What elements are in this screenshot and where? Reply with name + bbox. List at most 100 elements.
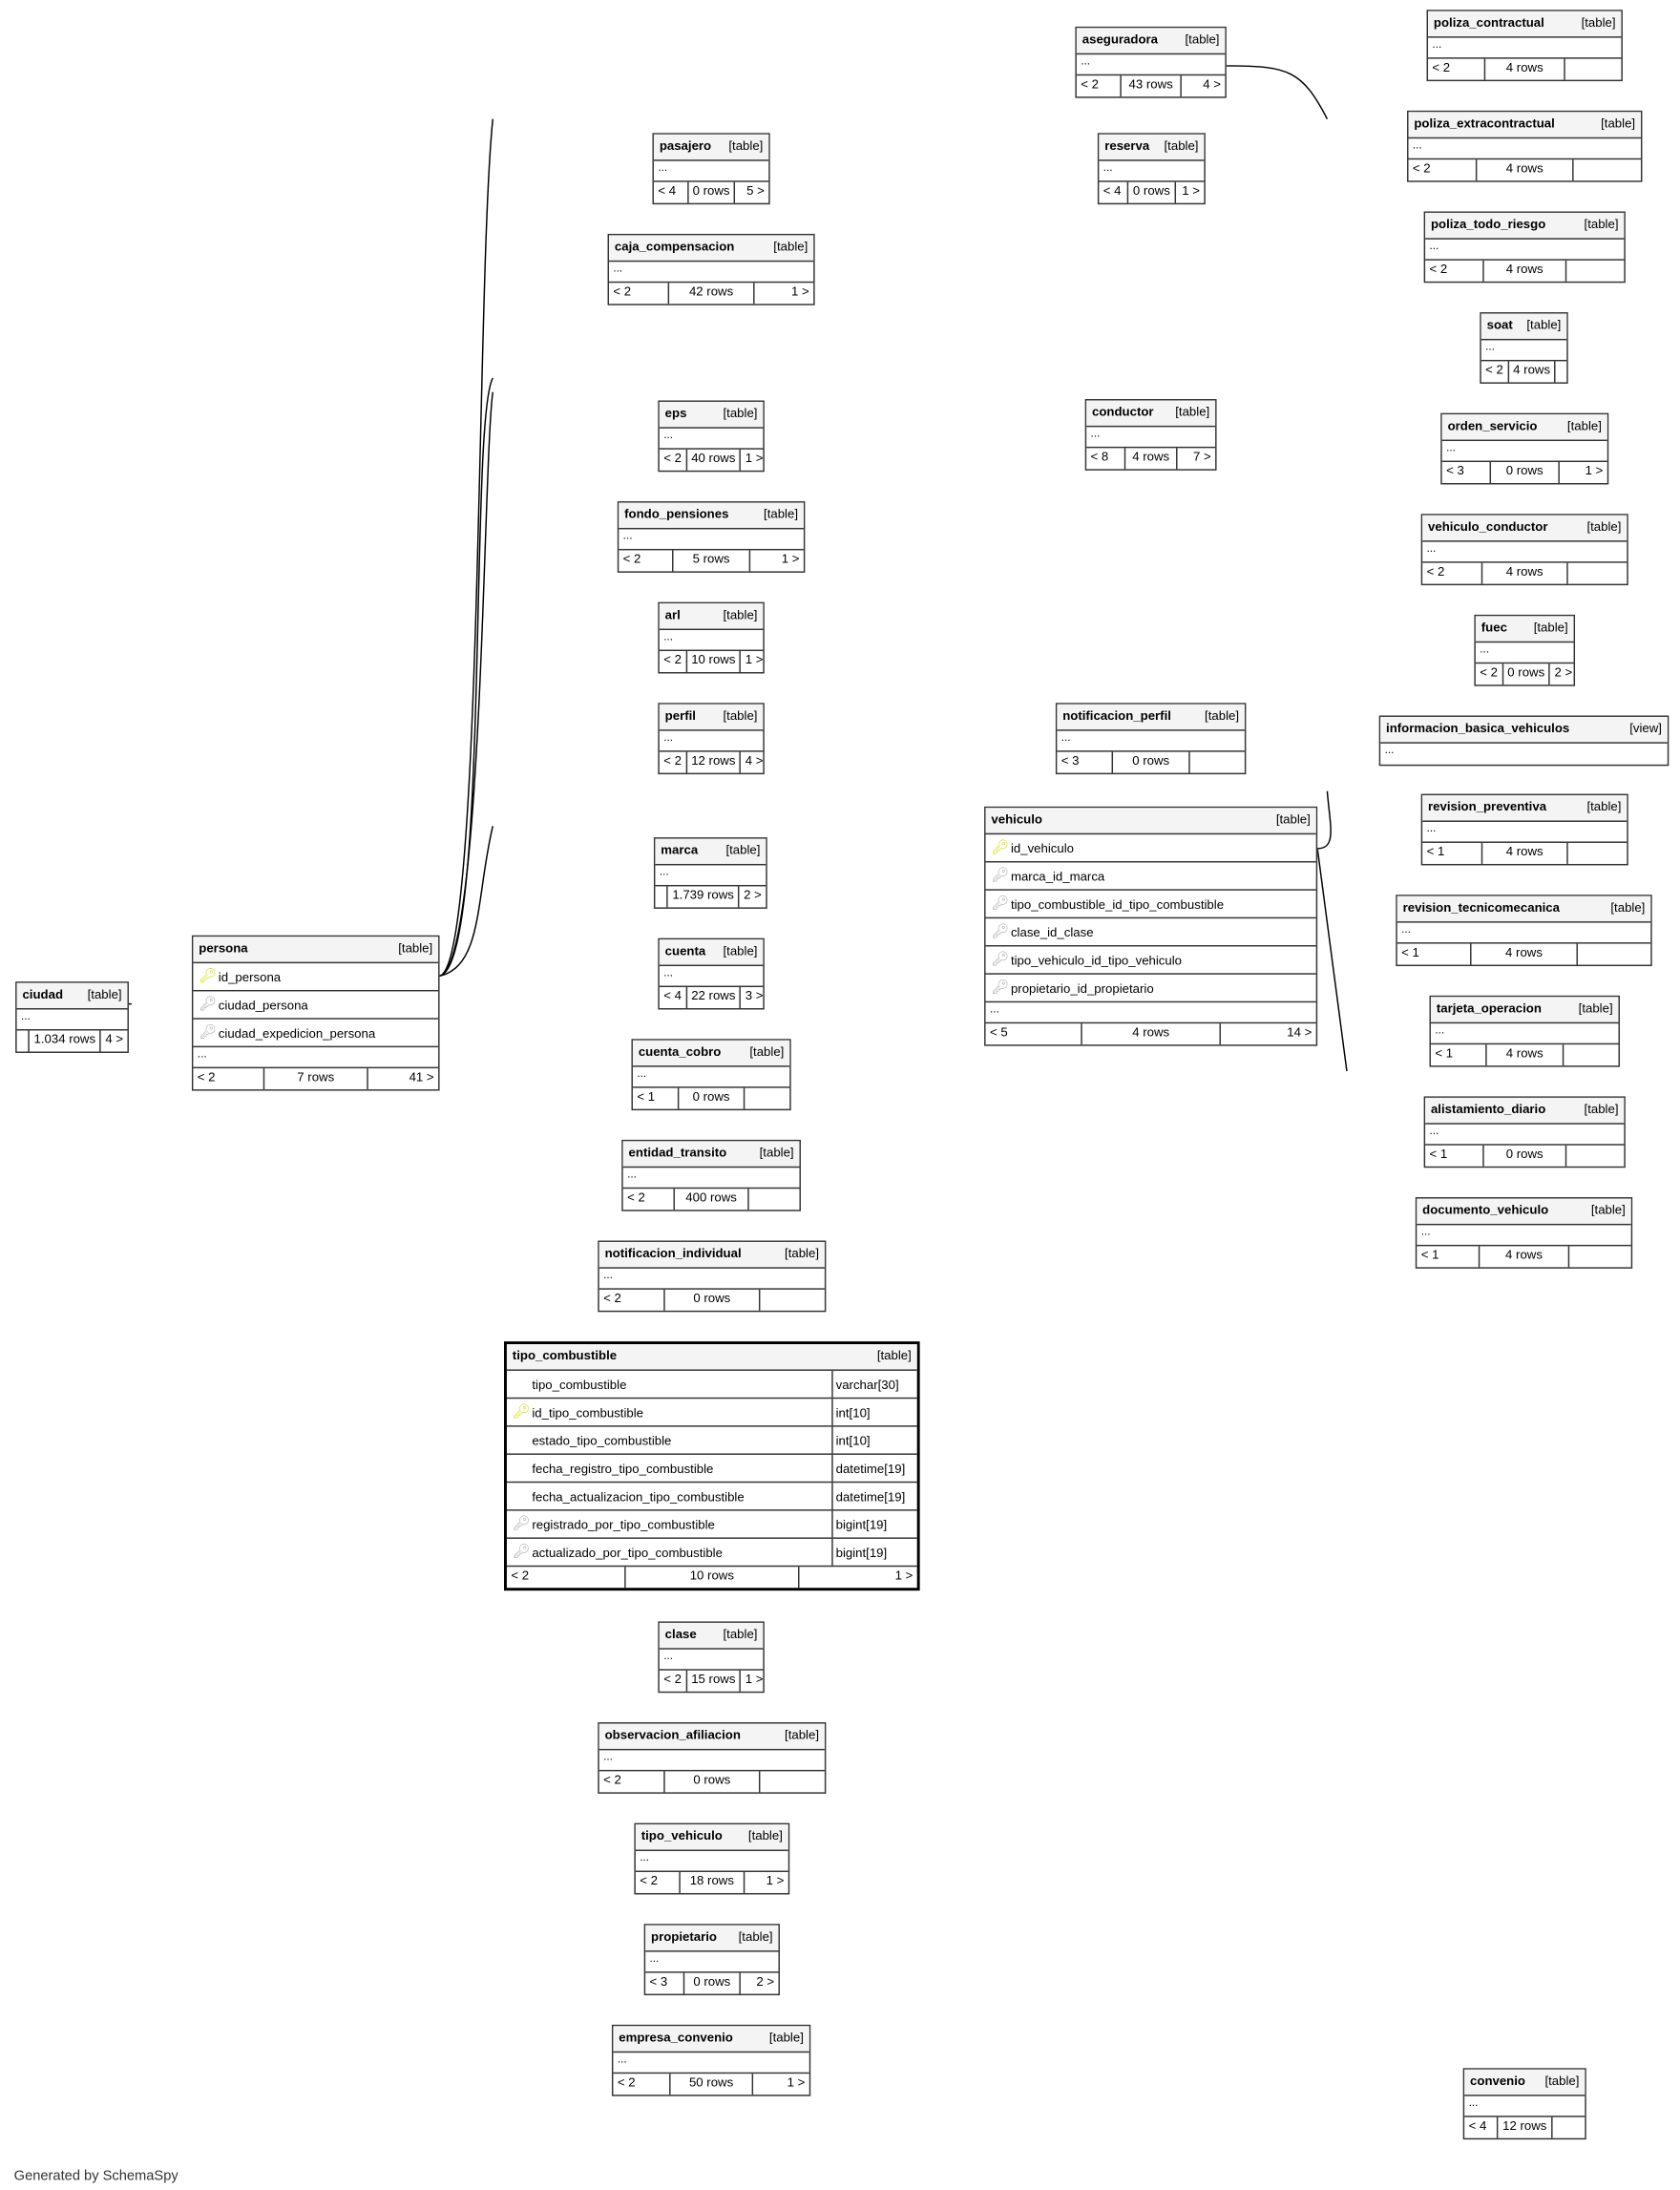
table-caja-compensacion[interactable]: caja_compensacion[table]... < 2 42 rows … [607, 233, 815, 305]
table-fuec[interactable]: fuec[table]... < 2 0 rows 2 > [1474, 614, 1576, 686]
column-row[interactable]: 🔑︎clase_id_clase [985, 918, 1316, 947]
table-name[interactable]: convenio [1470, 2074, 1525, 2088]
table-name[interactable]: vehiculo_conductor [1428, 519, 1548, 534]
table-name[interactable]: fuec [1480, 620, 1507, 635]
children-link[interactable] [1566, 261, 1624, 282]
table-alistamiento-diario[interactable]: alistamiento_diario[table]... < 1 0 rows [1423, 1096, 1626, 1169]
children-link[interactable] [1578, 944, 1650, 965]
table-header[interactable]: caja_compensacion[table] [609, 235, 814, 263]
table-header[interactable]: reserva[table] [1099, 134, 1205, 161]
table-convenio[interactable]: convenio[table]... < 4 12 rows [1462, 2068, 1586, 2140]
column-row[interactable]: 🔑︎ciudad_expedicion_persona [193, 1020, 439, 1048]
table-name[interactable]: empresa_convenio [619, 2030, 733, 2045]
parents-link[interactable]: < 2 [507, 1567, 626, 1589]
children-link[interactable]: 1 > [745, 451, 764, 465]
parents-link[interactable]: < 4 [1464, 2116, 1499, 2138]
table-header[interactable]: vehiculo[table] [985, 808, 1316, 835]
children-link[interactable]: 1 > [766, 1873, 785, 1888]
parents-link[interactable]: < 2 [609, 283, 670, 305]
table-header[interactable]: tarjeta_operacion[table] [1430, 997, 1619, 1024]
table-header[interactable]: perfil[table] [659, 704, 764, 731]
parents-link[interactable]: < 4 [1099, 181, 1129, 203]
children-link[interactable] [1564, 1044, 1619, 1065]
parents-link[interactable]: < 2 [623, 1189, 676, 1211]
table-orden-servicio[interactable]: orden_servicio[table]... < 3 0 rows 1 > [1440, 412, 1609, 485]
children-link[interactable] [760, 1290, 825, 1311]
table-name[interactable]: aseguradora [1082, 32, 1159, 47]
table-header[interactable]: fondo_pensiones[table] [619, 502, 804, 530]
table-aseguradora[interactable]: aseguradora[table]... < 2 43 rows 4 > [1075, 26, 1227, 98]
table-header[interactable]: pasajero[table] [653, 134, 769, 161]
children-link[interactable] [1566, 1146, 1624, 1167]
parents-link[interactable]: < 4 [654, 181, 689, 203]
children-link[interactable] [1568, 843, 1628, 864]
parents-link[interactable] [655, 886, 668, 908]
table-empresa-convenio[interactable]: empresa_convenio[table]... < 2 50 rows 1… [611, 2024, 811, 2096]
column-row[interactable]: 🔑︎tipo_vehiculo_id_tipo_vehiculo [985, 946, 1316, 975]
parents-link[interactable]: < 3 [1442, 462, 1492, 484]
table-poliza-extracontractual[interactable]: poliza_extracontractual[table]... < 2 4 … [1407, 110, 1643, 182]
table-header[interactable]: documento_vehiculo[table] [1417, 1198, 1631, 1226]
parents-link[interactable]: < 2 [660, 651, 687, 673]
column-row[interactable]: 🔑︎propietario_id_propietario [985, 975, 1316, 1003]
parents-link[interactable]: < 2 [660, 751, 687, 773]
children-link[interactable] [1569, 1246, 1631, 1267]
table-header[interactable]: conductor[table] [1086, 400, 1216, 428]
table-vehiculo-conductor[interactable]: vehiculo_conductor[table]... < 2 4 rows [1420, 514, 1628, 586]
parents-link[interactable]: < 1 [1417, 1246, 1480, 1268]
table-header[interactable]: soat[table] [1480, 313, 1567, 341]
children-link[interactable]: 1 > [894, 1568, 914, 1583]
table-header[interactable]: clase[table] [659, 1622, 764, 1650]
table-soat[interactable]: soat[table]... < 2 4 rows [1480, 312, 1568, 384]
parents-link[interactable]: < 2 [1476, 663, 1503, 685]
children-link[interactable]: 2 > [1554, 664, 1573, 680]
table-header[interactable]: notificacion_perfil[table] [1057, 704, 1245, 731]
parents-link[interactable]: < 2 [1481, 361, 1509, 383]
parents-link[interactable]: < 2 [193, 1068, 265, 1090]
table-name[interactable]: tarjeta_operacion [1436, 1000, 1542, 1016]
parents-link[interactable] [17, 1030, 31, 1052]
table-persona[interactable]: persona[table]🔑︎id_persona🔑︎ciudad_perso… [191, 935, 440, 1091]
table-eps[interactable]: eps[table]... < 2 40 rows 1 > [658, 400, 765, 473]
parents-link[interactable]: < 2 [1422, 562, 1483, 584]
children-link[interactable]: 4 > [105, 1031, 124, 1046]
table-revision-tecnicomecanica[interactable]: revision_tecnicomecanica[table]... < 1 4… [1396, 895, 1652, 967]
children-link[interactable]: 1 > [781, 551, 800, 566]
parents-link[interactable]: < 2 [660, 449, 687, 471]
children-link[interactable]: 1 > [787, 2074, 806, 2090]
table-header[interactable]: marca[table] [655, 838, 766, 866]
parents-link[interactable]: < 2 [619, 550, 674, 572]
table-tipo-vehiculo[interactable]: tipo_vehiculo[table]... < 2 18 rows 1 > [634, 1822, 790, 1895]
table-cuenta[interactable]: cuenta[table]... < 4 22 rows 3 > [658, 937, 765, 1010]
table-header[interactable]: tipo_combustible[table] [506, 1344, 917, 1371]
table-name[interactable]: poliza_extracontractual [1414, 116, 1555, 131]
table-name[interactable]: notificacion_perfil [1062, 708, 1171, 723]
parents-link[interactable]: < 2 [599, 1289, 666, 1311]
children-link[interactable] [1556, 361, 1566, 382]
parents-link[interactable]: < 2 [599, 1771, 666, 1793]
column-row[interactable]: 🔑︎ciudad_persona [193, 991, 439, 1020]
table-observacion-afiliacion[interactable]: observacion_afiliacion[table]... < 2 0 r… [598, 1722, 827, 1794]
table-header[interactable]: orden_servicio[table] [1441, 414, 1607, 442]
table-name[interactable]: eps [664, 406, 687, 421]
table-name[interactable]: vehiculo [991, 811, 1042, 827]
table-clase[interactable]: clase[table]... < 2 15 rows 1 > [658, 1621, 765, 1694]
table-name[interactable]: alistamiento_diario [1430, 1102, 1546, 1116]
parents-link[interactable]: < 2 [1428, 58, 1485, 80]
table-header[interactable]: ciudad[table] [16, 982, 128, 1010]
parents-link[interactable]: < 2 [1409, 159, 1477, 181]
table-header[interactable]: propietario[table] [645, 1925, 779, 1952]
table-ciudad[interactable]: ciudad[table]... 1.034 rows 4 > [15, 981, 129, 1053]
children-link[interactable]: 14 > [1287, 1024, 1312, 1040]
table-notificacion-individual[interactable]: notificacion_individual[table]... < 2 0 … [598, 1240, 827, 1313]
table-pasajero[interactable]: pasajero[table]... < 4 0 rows 5 > [652, 133, 770, 205]
table-name[interactable]: caja_compensacion [614, 239, 735, 254]
children-link[interactable] [748, 1189, 799, 1210]
table-header[interactable]: informacion_basica_vehiculos[view] [1380, 716, 1668, 744]
table-tarjeta-operacion[interactable]: tarjeta_operacion[table]... < 1 4 rows [1429, 995, 1620, 1067]
children-link[interactable]: 4 > [745, 753, 764, 768]
parents-link[interactable]: < 4 [660, 987, 687, 1009]
children-link[interactable]: 7 > [1192, 449, 1211, 464]
